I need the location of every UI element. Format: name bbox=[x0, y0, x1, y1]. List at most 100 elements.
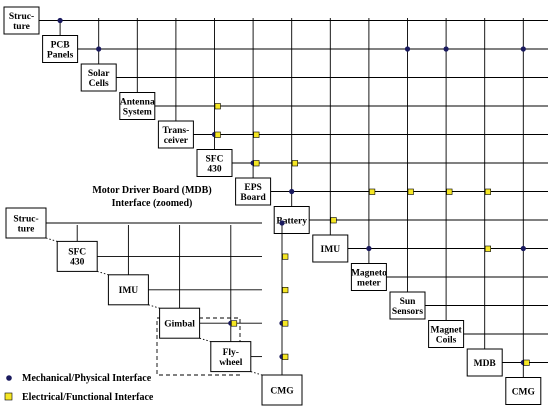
main-node: MDB bbox=[466, 348, 503, 377]
main-node-label: SFC bbox=[206, 154, 224, 164]
inset-diagonal-connector bbox=[250, 371, 263, 376]
main-node-label: Cells bbox=[89, 79, 109, 89]
main-electrical-interface-square bbox=[253, 131, 260, 138]
main-electrical-interface-square bbox=[523, 359, 530, 366]
main-node: CMG bbox=[505, 377, 542, 405]
inset-node-label: Struc- bbox=[13, 214, 38, 224]
main-node-box bbox=[428, 320, 465, 348]
inset-node-box bbox=[159, 307, 201, 339]
main-electrical-interface-square bbox=[330, 217, 337, 224]
main-node-box bbox=[235, 177, 272, 206]
main-matrix-nodes: Struc-turePCBPanelsSolarCellsAntennaSyst… bbox=[3, 6, 542, 405]
inset-node-label: ture bbox=[18, 224, 35, 234]
main-mechanical-interface-dot bbox=[520, 46, 526, 52]
inset-diagonal-connector bbox=[148, 304, 160, 309]
main-electrical-interface-square bbox=[446, 188, 453, 195]
main-node-label: meter bbox=[357, 278, 382, 288]
main-node-label: EPS bbox=[244, 183, 261, 193]
legend-mechanical-marker bbox=[6, 375, 12, 381]
main-node-box bbox=[3, 6, 40, 35]
legend-mechanical-label: Mechanical/Physical Interface bbox=[22, 373, 152, 384]
main-mechanical-interface-dot bbox=[57, 17, 63, 24]
inset-node-label: IMU bbox=[119, 286, 139, 296]
main-node-label: IMU bbox=[321, 245, 341, 255]
main-node-box bbox=[119, 92, 156, 120]
main-node-box bbox=[157, 120, 194, 149]
inset-node-box bbox=[261, 374, 303, 406]
inset-node: Gimbal bbox=[159, 307, 201, 339]
main-electrical-interface-square bbox=[253, 160, 260, 167]
inset-node-box bbox=[107, 274, 149, 306]
main-node-box bbox=[466, 348, 503, 377]
inset-node: Struc-ture bbox=[5, 207, 47, 239]
inset-node-label: wheel bbox=[219, 358, 243, 368]
main-node-box bbox=[312, 234, 349, 263]
main-mechanical-interface-dot bbox=[443, 46, 449, 52]
main-mechanical-interface-dot bbox=[366, 245, 372, 252]
legend-electrical-label: Electrical/Functional Interface bbox=[22, 392, 154, 403]
main-node-box bbox=[80, 63, 117, 92]
inset-diagonal-connector bbox=[199, 337, 211, 343]
inset-node-box bbox=[56, 240, 98, 272]
inset-node-label: 430 bbox=[70, 258, 85, 268]
main-node-box bbox=[273, 206, 310, 234]
main-mechanical-interface-dot bbox=[96, 46, 102, 52]
inset-node-label: CMG bbox=[270, 386, 294, 396]
main-electrical-interface-square bbox=[407, 188, 414, 195]
main-electrical-interface-square bbox=[369, 188, 376, 195]
inset-diagonal-connector bbox=[45, 237, 58, 242]
main-node-label: Magnet bbox=[431, 325, 463, 335]
main-electrical-interface-square bbox=[214, 131, 221, 138]
main-node-label: MDB bbox=[474, 359, 497, 369]
inset-title-line1: Motor Driver Board (MDB) bbox=[92, 185, 211, 196]
main-node-label: Board bbox=[240, 193, 266, 203]
inset-node-label: SFC bbox=[68, 248, 86, 258]
main-electrical-interface-square bbox=[484, 188, 492, 195]
inset-electrical-interface-square bbox=[282, 320, 289, 327]
main-node-label: Sensors bbox=[392, 307, 423, 317]
inset-node-label: Fly- bbox=[223, 348, 239, 358]
main-node-label: ceiver bbox=[164, 136, 189, 146]
inset-diagonal-connector bbox=[97, 270, 109, 276]
main-electrical-interface-square bbox=[484, 245, 492, 252]
inset-electrical-interface-square bbox=[282, 286, 289, 294]
main-node: Struc-ture bbox=[3, 6, 40, 35]
main-node-label: Coils bbox=[436, 335, 457, 345]
main-node: IMU bbox=[312, 234, 349, 263]
main-mechanical-interface-dot bbox=[404, 46, 411, 52]
main-node-box bbox=[505, 377, 542, 405]
main-node-box bbox=[389, 291, 426, 320]
inset-node-box bbox=[5, 207, 47, 239]
main-node-box bbox=[350, 263, 387, 291]
main-node-label: Sun bbox=[400, 297, 417, 307]
main-node-label: Trans- bbox=[163, 126, 190, 136]
main-node-box bbox=[42, 35, 79, 63]
inset-node-label: Gimbal bbox=[164, 320, 195, 330]
main-electrical-interface-square bbox=[291, 160, 299, 167]
inset-node: CMG bbox=[261, 374, 303, 406]
main-node-label: Magneto bbox=[351, 268, 387, 278]
inset-matrix-grid bbox=[45, 222, 283, 376]
main-node: Battery bbox=[273, 206, 310, 234]
inset-node-box bbox=[210, 341, 252, 373]
main-node-label: Battery bbox=[276, 216, 307, 226]
main-node-label: Panels bbox=[47, 50, 74, 60]
inset-mechanical-interface-dot bbox=[279, 220, 285, 226]
main-mechanical-interface-dot bbox=[520, 245, 526, 252]
inset-matrix-interfaces bbox=[228, 220, 289, 360]
main-node: Trans-ceiver bbox=[157, 120, 194, 149]
main-node-label: PCB bbox=[51, 40, 71, 50]
main-node-label: 430 bbox=[207, 164, 222, 174]
inset-title-line2: Interface (zoomed) bbox=[112, 198, 193, 209]
